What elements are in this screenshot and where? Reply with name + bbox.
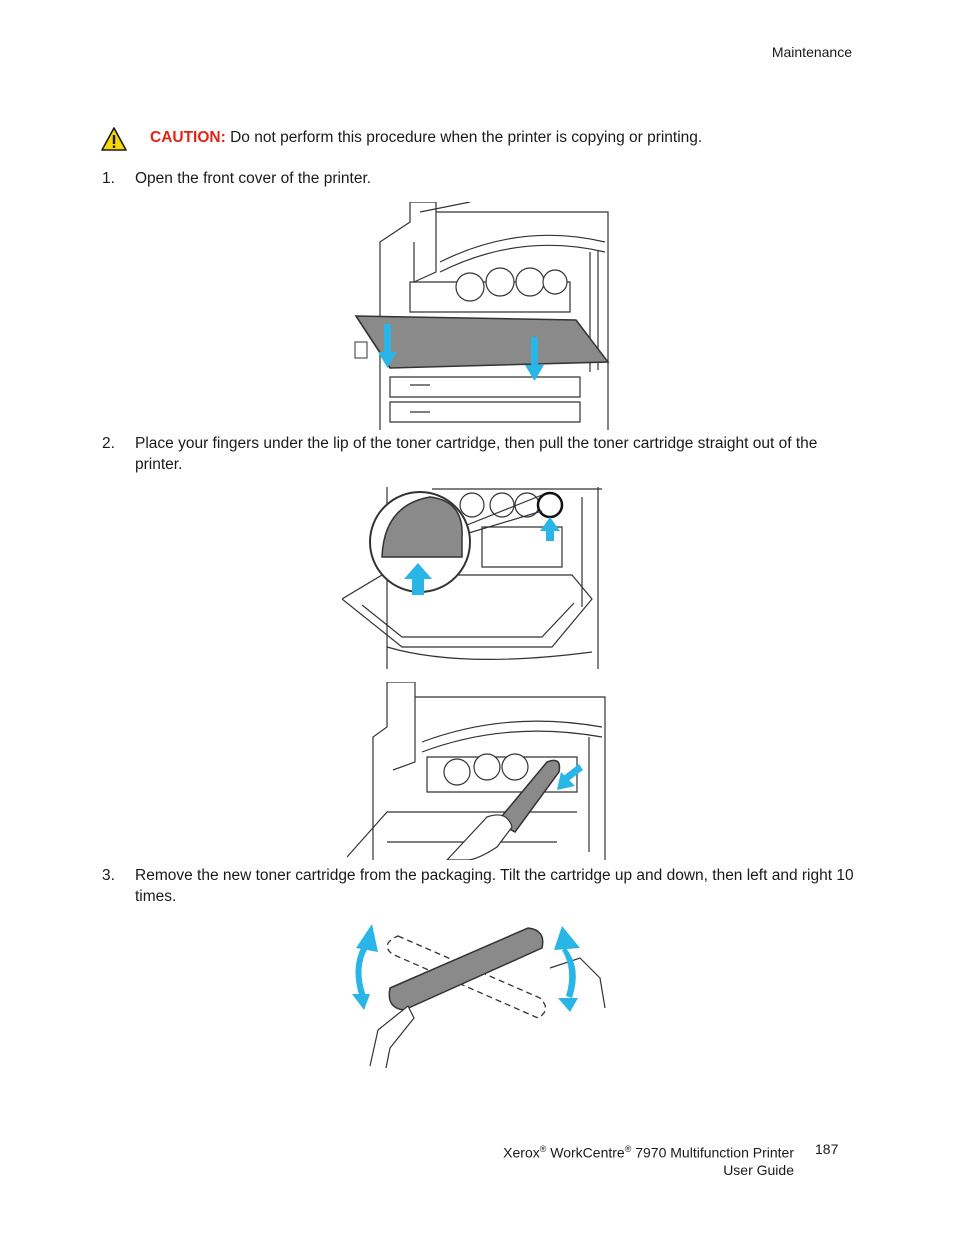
step-number: 2. [102, 435, 115, 452]
footer-guide: User Guide [723, 1161, 794, 1178]
figure-toner-lip [342, 487, 602, 669]
footer-model: 7970 Multifunction Printer [635, 1144, 794, 1161]
arrow-down-icon [378, 324, 544, 381]
step-number: 3. [102, 867, 115, 884]
running-header: Maintenance [771, 44, 852, 60]
footer-product: WorkCentre [550, 1144, 625, 1161]
step-text: Open the front cover of the printer. [135, 170, 372, 187]
figure-pull-toner-out [347, 682, 606, 860]
caution-label: CAUTION: [150, 129, 226, 146]
arrow-curved-icon [352, 924, 580, 1012]
arrow-up-icon [404, 517, 560, 595]
footer-product-line: Xerox® WorkCentre® 7970 Multifunction Pr… [503, 1141, 794, 1162]
step-text: Remove the new toner cartridge from the … [135, 867, 854, 905]
arrow-out-icon [557, 764, 583, 790]
step-text: Place your fingers under the lip of the … [135, 435, 818, 473]
figure-tilt-cartridge [352, 924, 606, 1068]
figure-open-front-cover [354, 202, 610, 430]
page-footer: Xerox® WorkCentre® 7970 Multifunction Pr… [503, 1141, 794, 1179]
caution-text: Do not perform this procedure when the p… [230, 129, 703, 146]
page-number: 187 [815, 1141, 839, 1157]
footer-brand: Xerox [503, 1144, 540, 1161]
step-number: 1. [102, 170, 115, 187]
footer-reg-mark: ® [539, 1144, 547, 1154]
footer-reg-mark: ® [624, 1144, 632, 1154]
warning-triangle-icon [101, 127, 127, 151]
